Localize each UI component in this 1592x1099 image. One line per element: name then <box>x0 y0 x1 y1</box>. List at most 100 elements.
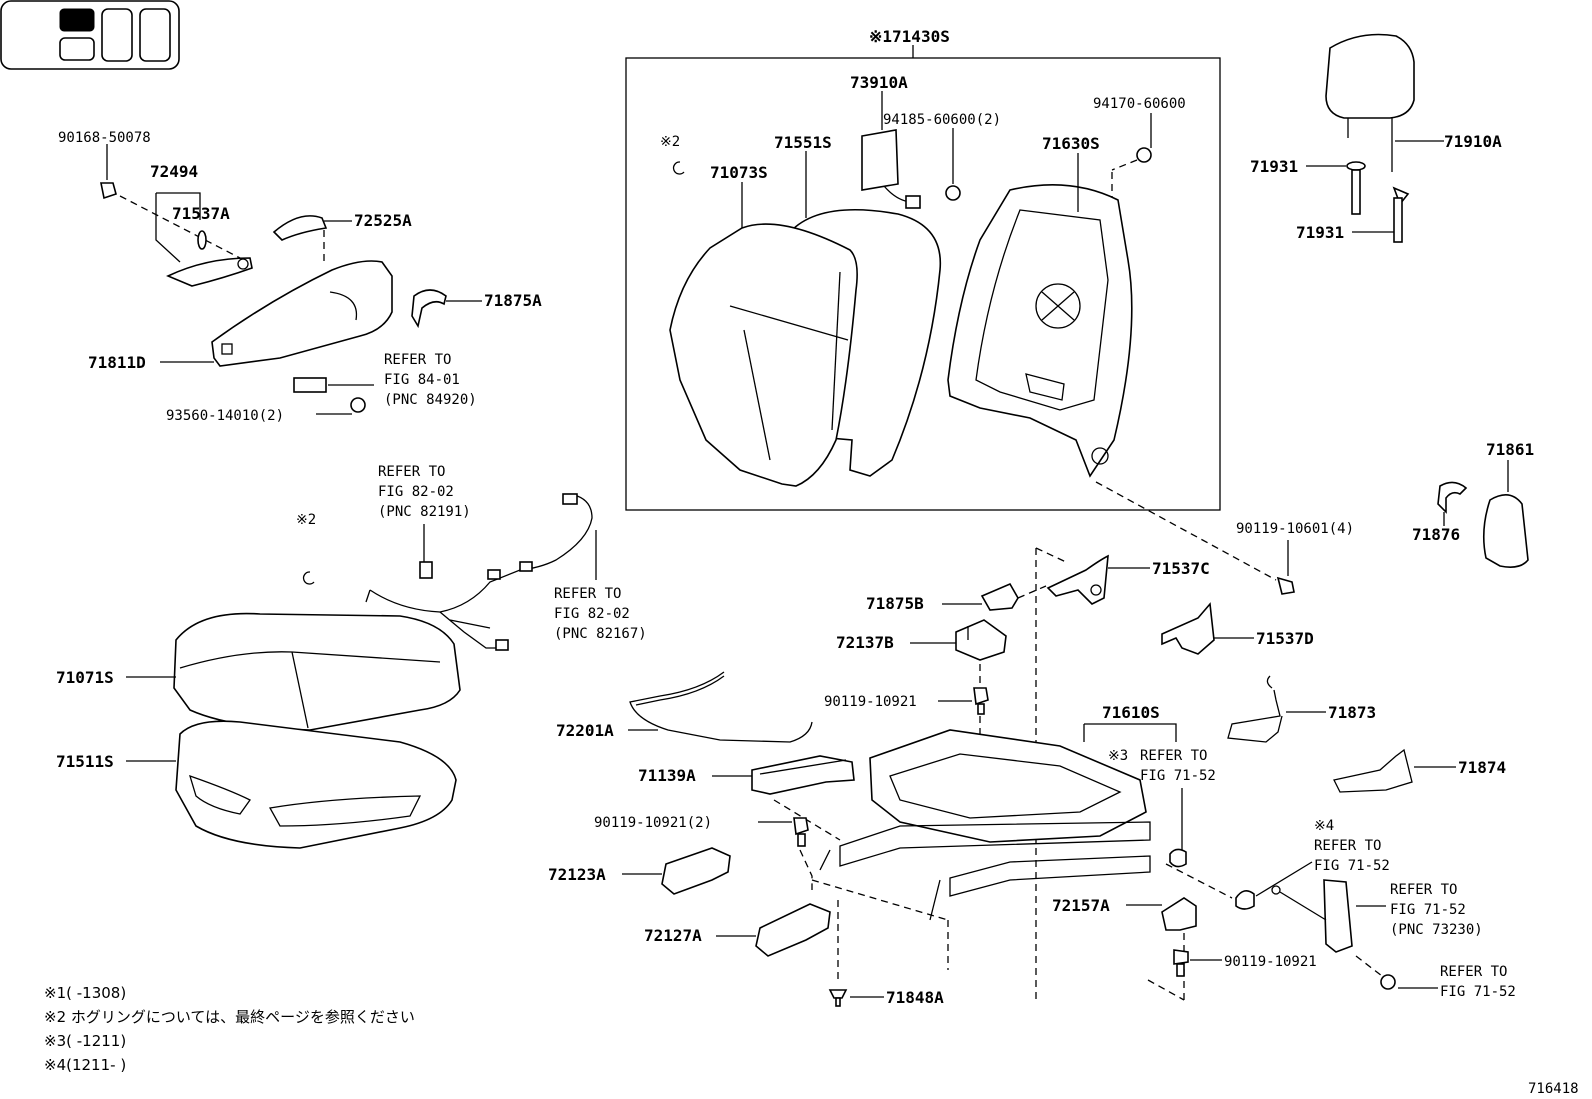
part-shape-72137B <box>955 619 1007 661</box>
footnote-3: ※3( -1211) <box>44 1032 126 1050</box>
label-71537A: 71537A <box>172 204 230 223</box>
label-71073S: 71073S <box>710 163 768 182</box>
label-refer-71-52c-line1: REFER TO <box>1390 882 1457 898</box>
seatback-assembly-group: ※171430S 73910A 94185-60600(2) 94170-606… <box>625 27 1221 511</box>
label-71931-lower: 71931 <box>1296 223 1344 242</box>
label-refer-84-01-line3: (PNC 84920) <box>384 392 477 408</box>
label-refer-82-02a-line2: FIG 82-02 <box>378 484 454 500</box>
part-shape-71630S <box>947 184 1133 478</box>
footnote-4: ※4(1211- ) <box>44 1056 126 1074</box>
part-shape-71861 <box>1482 494 1529 568</box>
part-shape-73910A <box>861 129 921 209</box>
part-shape-bolt-left <box>793 817 809 847</box>
label-72157A: 72157A <box>1052 896 1110 915</box>
part-shape-71875B <box>980 582 1019 611</box>
label-mark3: ※3 <box>1108 748 1128 764</box>
label-refer-71-52d-line1: REFER TO <box>1440 964 1507 980</box>
part-shape-71931b <box>1392 186 1410 243</box>
part-shape-71931a <box>1346 161 1366 215</box>
label-71910A: 71910A <box>1444 132 1502 151</box>
label-71630S: 71630S <box>1042 134 1100 153</box>
label-71139A: 71139A <box>638 766 696 785</box>
label-refer-71-52a-line2: FIG 71-52 <box>1140 768 1216 784</box>
label-mark2-lower: ※2 <box>296 512 316 528</box>
part-shape-switch <box>293 377 366 413</box>
part-shape-72123A <box>661 847 731 895</box>
footnote-2: ※2 ホグリングについては、最終ページを参照ください <box>44 1008 415 1026</box>
part-shape-72127A <box>755 903 831 957</box>
label-72525A: 72525A <box>354 211 412 230</box>
label-refer-82-02b-line1: REFER TO <box>554 586 621 602</box>
part-shape-bolt-lower <box>1173 949 1189 977</box>
label-90119-10601: 90119-10601(4) <box>1236 521 1354 537</box>
label-refer-84-01-line2: FIG 84-01 <box>384 372 460 388</box>
label-93560-14010: 93560-14010(2) <box>166 408 284 424</box>
label-94170-60600: 94170-60600 <box>1093 96 1186 112</box>
label-refer-82-02a-line3: (PNC 82191) <box>378 504 471 520</box>
label-71610S: 71610S <box>1102 703 1160 722</box>
part-shape-seat-belt-buckle <box>1271 879 1353 953</box>
label-90119-10921-left: 90119-10921(2) <box>594 815 712 831</box>
label-71071S: 71071S <box>56 668 114 687</box>
part-shape-71073S <box>669 223 858 487</box>
label-refer-71-52b-line2: FIG 71-52 <box>1314 858 1390 874</box>
figure-id: 716418 <box>1528 1081 1579 1097</box>
label-71551S: 71551S <box>774 133 832 152</box>
label-71875B: 71875B <box>866 594 924 613</box>
label-72127A: 72127A <box>644 926 702 945</box>
label-refer-82-02b-line2: FIG 82-02 <box>554 606 630 622</box>
label-90168-50078: 90168-50078 <box>58 130 151 146</box>
label-72137B: 72137B <box>836 633 894 652</box>
part-shape-71537C <box>1046 554 1109 605</box>
footnote-1: ※1( -1308) <box>44 984 126 1002</box>
label-71511S: 71511S <box>56 752 114 771</box>
label-71874: 71874 <box>1458 758 1506 777</box>
part-shape-71511S <box>175 720 457 849</box>
part-shape-72494 <box>166 257 253 287</box>
part-shape-71910A <box>1325 33 1415 172</box>
label-refer-71-52a-line1: REFER TO <box>1140 748 1207 764</box>
part-shape-71811D <box>211 260 393 367</box>
label-90119-10921-upper: 90119-10921 <box>824 694 917 710</box>
label-72494: 72494 <box>150 162 198 181</box>
part-shape-wire-harness <box>365 493 593 651</box>
label-71861: 71861 <box>1486 440 1534 459</box>
label-90119-10921-lower: 90119-10921 <box>1224 954 1317 970</box>
label-71430S: ※171430S <box>869 27 950 46</box>
label-71875A: 71875A <box>484 291 542 310</box>
label-71537C: 71537C <box>1152 559 1210 578</box>
part-shape-71875A <box>411 289 447 329</box>
label-94185-60600: 94185-60600(2) <box>883 112 1001 128</box>
part-shape-72157A <box>1161 897 1197 931</box>
label-71537D: 71537D <box>1256 629 1314 648</box>
part-shape-71873 <box>1227 675 1283 743</box>
label-refer-71-52d-line2: FIG 71-52 <box>1440 984 1516 1000</box>
label-refer-71-52b-line1: REFER TO <box>1314 838 1381 854</box>
part-shape-71874 <box>1333 748 1413 793</box>
part-shape-bolt-upper <box>973 687 989 715</box>
label-refer-82-02a-line1: REFER TO <box>378 464 445 480</box>
part-shape-71139A <box>751 755 855 795</box>
label-73910A: 73910A <box>850 73 908 92</box>
seat-position-icon <box>0 0 180 70</box>
label-71848A: 71848A <box>886 988 944 1007</box>
label-71876: 71876 <box>1412 525 1460 544</box>
label-mark2-upper: ※2 <box>660 134 680 150</box>
part-shape-71876 <box>1437 481 1468 514</box>
label-71873: 71873 <box>1328 703 1376 722</box>
label-refer-71-52c-line2: FIG 71-52 <box>1390 902 1466 918</box>
part-shape-71071S <box>173 612 461 731</box>
part-shape-71537D <box>1161 602 1215 655</box>
label-72123A: 72123A <box>548 865 606 884</box>
part-shape-72201A <box>629 671 813 743</box>
part-shape-71610S <box>819 729 1151 921</box>
part-shape-71848A <box>828 989 848 1007</box>
label-mark4: ※4 <box>1314 818 1334 834</box>
label-refer-71-52c-line3: (PNC 73230) <box>1390 922 1483 938</box>
label-71931-upper: 71931 <box>1250 157 1298 176</box>
label-72201A: 72201A <box>556 721 614 740</box>
label-71811D: 71811D <box>88 353 146 372</box>
label-refer-82-02b-line3: (PNC 82167) <box>554 626 647 642</box>
label-refer-84-01-line1: REFER TO <box>384 352 451 368</box>
